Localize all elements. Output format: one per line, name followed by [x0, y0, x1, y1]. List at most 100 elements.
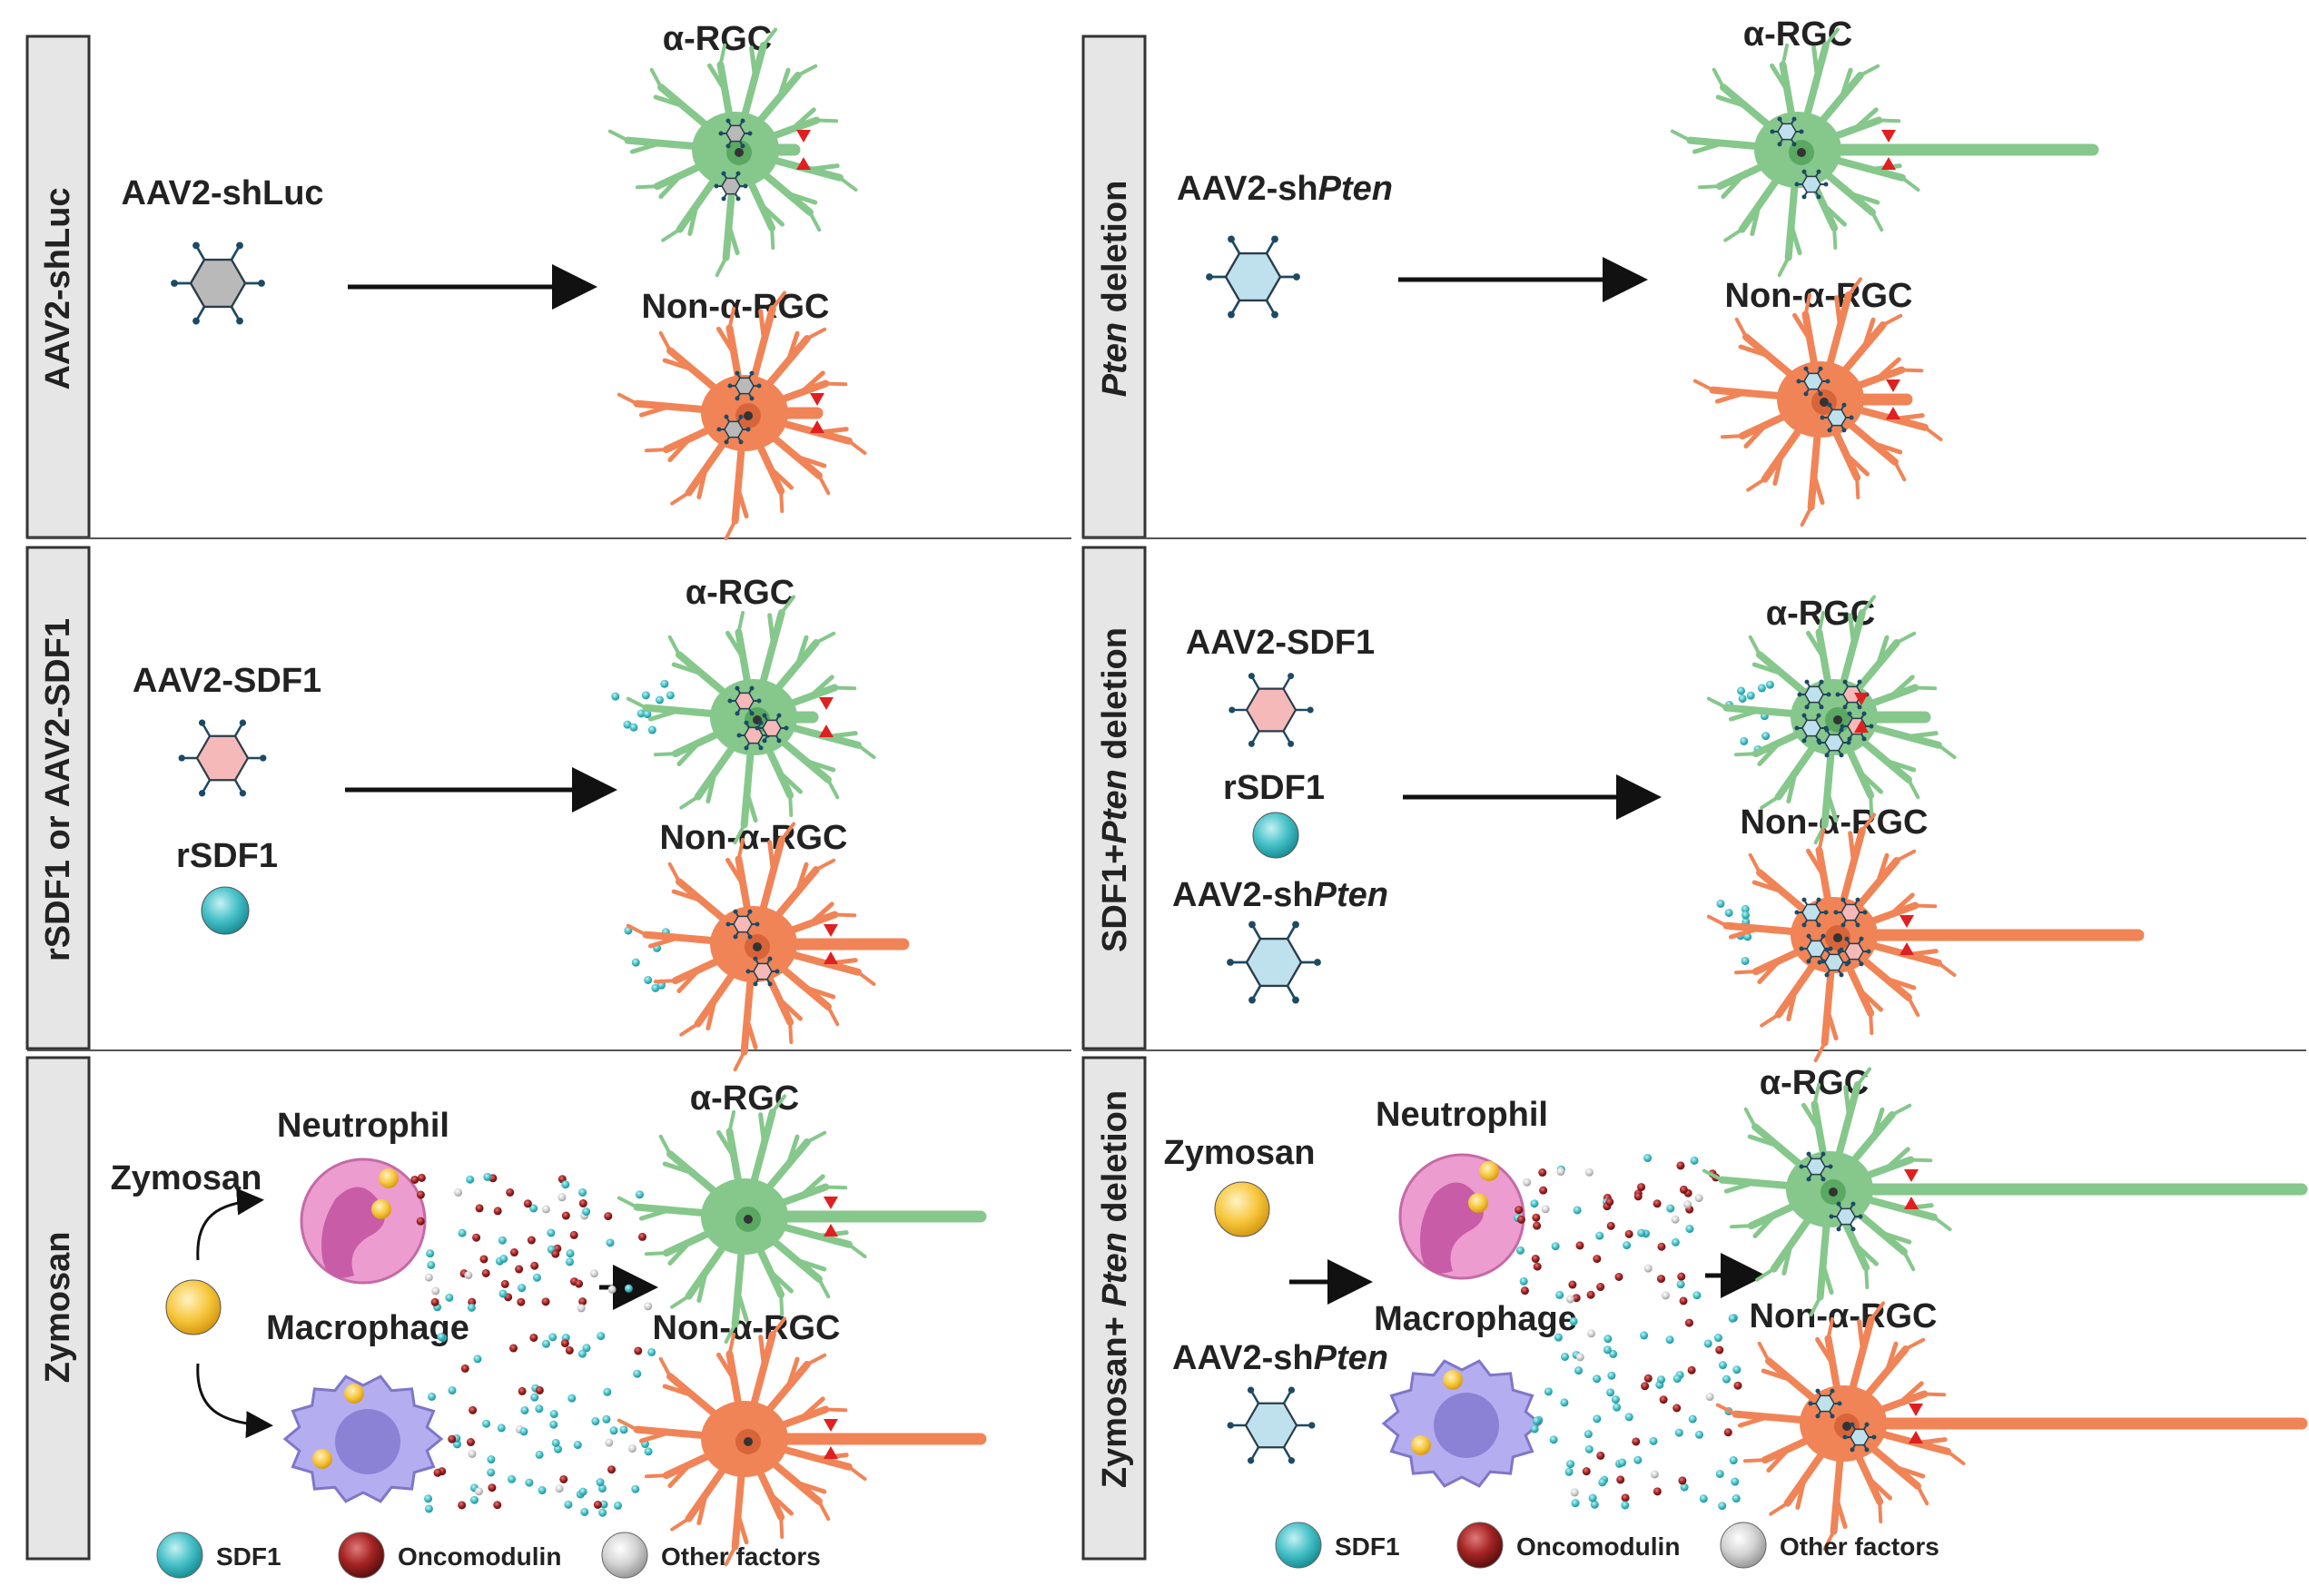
dendrite-branch	[794, 1257, 827, 1272]
secreted-particle	[448, 1434, 457, 1443]
aav-spike-tip	[735, 685, 740, 691]
aav-capsid	[1801, 719, 1821, 737]
aav-spike-tip	[735, 196, 741, 202]
aav-spike-tip	[767, 981, 773, 987]
secreted-particle	[1761, 732, 1771, 741]
label-macrophage-1: Macrophage	[266, 1309, 469, 1347]
secreted-particle	[1532, 1213, 1541, 1222]
aav-spike-tip	[755, 725, 760, 731]
aav-spike-tip	[1850, 1447, 1855, 1453]
secreted-particle	[636, 709, 646, 718]
secreted-particle	[573, 1441, 582, 1450]
dendrite-branch	[1743, 1107, 1758, 1129]
aav-spike-tip	[1801, 169, 1807, 174]
dendrite-branch	[784, 191, 818, 205]
aav-spike-tip	[733, 909, 738, 914]
secreted-particle	[599, 1500, 608, 1509]
label-neutrophil-2: Neutrophil	[1376, 1096, 1548, 1134]
secreted-particle	[1606, 1221, 1615, 1230]
secreted-particle	[1659, 1395, 1668, 1404]
dendrite-branch	[670, 490, 691, 506]
dendrite-branch	[617, 392, 639, 406]
secreted-particle	[498, 1236, 507, 1245]
secreted-particle	[1584, 1167, 1594, 1177]
aav2-shpten-vector	[1227, 1386, 1316, 1464]
dendrite-branch	[1812, 1082, 1821, 1107]
legend-label: SDF1	[1335, 1532, 1400, 1561]
secreted-particle	[1715, 1469, 1724, 1478]
dendrite-branch	[814, 858, 836, 872]
dendrite-branch	[776, 67, 791, 101]
lesion-marker	[796, 130, 811, 170]
alpha-rgc-neuron	[607, 27, 858, 278]
dendrite-branch	[814, 118, 839, 123]
dendrite-branch	[724, 1322, 737, 1345]
aav-capsid	[1801, 903, 1821, 921]
dendrite-branch	[833, 685, 857, 691]
secreted-particle	[1738, 695, 1747, 704]
aav-spike-tip	[727, 383, 733, 389]
arrowhead-down	[1886, 379, 1900, 392]
aav-spike-tip	[1864, 1447, 1870, 1453]
arrowhead-up	[1909, 1431, 1923, 1443]
secreted-particle	[1716, 899, 1725, 908]
arrowhead-down	[819, 697, 834, 710]
secreted-particle	[1643, 1154, 1653, 1163]
aav-spike	[1286, 985, 1297, 1000]
aav-spike-tip	[1791, 142, 1797, 147]
dendrite-branch	[1757, 740, 1782, 767]
dendrite-branch	[1915, 1483, 1929, 1506]
alpha-rgc-neuron	[1702, 1067, 2308, 1317]
dendrite-branch	[804, 327, 827, 341]
lesion-marker	[1909, 1404, 1923, 1443]
legend-label: SDF1	[216, 1542, 281, 1571]
secreted-particle	[1724, 908, 1733, 917]
secreted-particle	[1515, 1246, 1525, 1255]
dendrite-branch	[1805, 630, 1826, 661]
dendrite	[1837, 609, 1866, 695]
aav-spike-tip	[1840, 897, 1846, 902]
secreted-particle	[1624, 1413, 1633, 1422]
dendrite-branch	[1857, 987, 1884, 1012]
secreted-particle	[1694, 1430, 1703, 1439]
arrowhead-up	[1854, 720, 1869, 733]
aav-capsid	[1224, 251, 1282, 302]
aav-spike-tip	[740, 118, 745, 123]
aav-spike	[230, 246, 241, 261]
dendrite-branch	[770, 291, 787, 311]
aav-capsid	[1840, 903, 1860, 921]
dendrite-branch	[727, 1332, 736, 1356]
secreted-particle	[1596, 1451, 1605, 1460]
legend-label: Oncomodulin	[1516, 1532, 1680, 1561]
secreted-particle	[644, 1302, 653, 1311]
neuron-aav	[1794, 713, 1829, 744]
aav-spike-tip	[747, 909, 753, 914]
dendrite-branch	[1743, 422, 1769, 449]
dendrite-branch	[607, 129, 630, 143]
dendrite	[740, 967, 755, 1056]
dendrite-branch	[1697, 184, 1722, 190]
label-non-alpha-rgc-6: Non-α-RGC	[1750, 1297, 1938, 1335]
secreted-particle	[1722, 1374, 1731, 1384]
aav-spike-tip	[747, 131, 753, 136]
secreted-particle	[515, 1265, 524, 1274]
panel-frames	[25, 34, 2306, 1561]
aav-capsid	[1806, 940, 1826, 958]
secreted-particle	[1530, 1199, 1539, 1208]
aav-capsid	[733, 915, 753, 933]
dendrite-branch	[1883, 1147, 1910, 1171]
dendrite-branch	[735, 1512, 749, 1545]
secreted-particle	[597, 1332, 606, 1341]
neuron-aav	[1794, 169, 1829, 200]
secreted-particle	[1680, 1483, 1689, 1492]
secreted-particle	[641, 691, 650, 700]
dendrite-branch	[749, 45, 758, 80]
secreted-particle	[424, 1494, 433, 1503]
dendrite-branch	[687, 202, 699, 237]
sdf1-particles	[611, 679, 675, 734]
aav-spike-tip	[1819, 704, 1824, 710]
dendrite-branch	[626, 696, 648, 710]
aav-spike-tip	[1864, 1422, 1870, 1427]
arrowhead-down	[1881, 130, 1896, 143]
aav-spike-tip	[1819, 679, 1824, 685]
